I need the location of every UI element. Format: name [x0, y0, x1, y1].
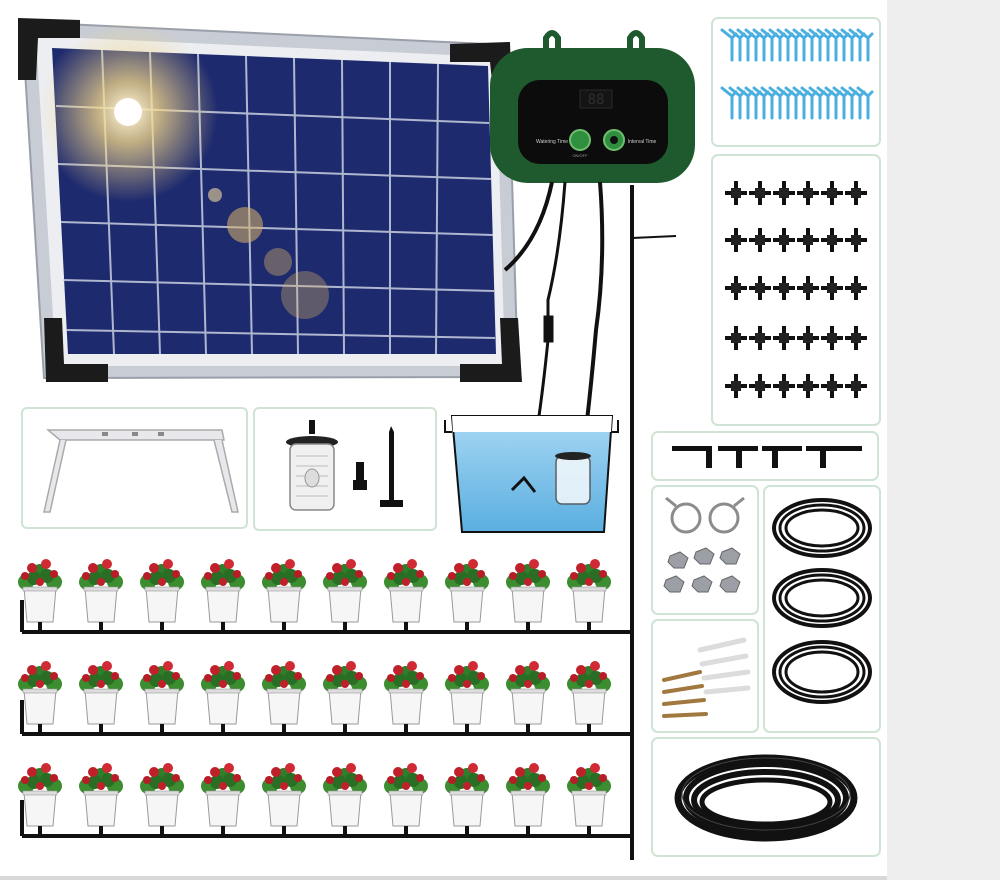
- flower-planter: [17, 660, 63, 733]
- flower-planter: [383, 660, 429, 733]
- right-button-label: Interval Time: [628, 139, 657, 145]
- background-margin: [887, 0, 1000, 880]
- straight-connectors-card: [651, 431, 879, 481]
- pump-controller-icon: 88 Watering Time Interval Time ON/OFF: [490, 30, 695, 183]
- flower-planter: [505, 558, 551, 631]
- on-off-label: ON/OFF: [572, 153, 588, 158]
- water-bucket-icon: [444, 415, 619, 533]
- bottom-border: [0, 876, 887, 880]
- flower-planter: [505, 660, 551, 733]
- flower-planter: [322, 762, 368, 835]
- flower-planter: [200, 660, 246, 733]
- hose-clamps-icon: [663, 496, 745, 593]
- product-kit-image: 88 Watering Time Interval Time ON/OFF: [17, 17, 881, 860]
- panel-bracket-icon: [43, 429, 239, 513]
- small-tubing-card: [763, 485, 881, 733]
- submersible-pump-icon: [286, 420, 403, 511]
- potted-flowers-icon: [17, 558, 632, 838]
- flower-planter: [566, 762, 612, 835]
- flower-planter: [139, 558, 185, 631]
- solar-panel-icon: [18, 18, 522, 382]
- flower-planter: [444, 660, 490, 733]
- straight-connectors-icon: [672, 446, 862, 468]
- flower-planter: [444, 558, 490, 631]
- flower-planter: [78, 660, 124, 733]
- flower-planter: [139, 762, 185, 835]
- flower-planter: [261, 558, 307, 631]
- flower-planter: [383, 762, 429, 835]
- flower-planter: [261, 660, 307, 733]
- flower-planter: [566, 558, 612, 631]
- small-tubing-coils-icon: [772, 498, 872, 704]
- flower-planter: [200, 558, 246, 631]
- left-button-label: Watering Time: [536, 139, 568, 145]
- flower-planter: [78, 762, 124, 835]
- flower-planter: [383, 558, 429, 631]
- screw-anchors-icon: [662, 637, 751, 718]
- flower-planter: [322, 558, 368, 631]
- flower-planter: [444, 762, 490, 835]
- tee-connectors-card: [711, 154, 881, 426]
- flower-planter: [566, 660, 612, 733]
- flower-planter: [139, 660, 185, 733]
- flower-planter: [17, 558, 63, 631]
- flower-planter: [78, 558, 124, 631]
- flower-planter: [505, 762, 551, 835]
- flower-planter: [261, 762, 307, 835]
- controller-display: 88: [588, 92, 605, 108]
- flower-planter: [322, 660, 368, 733]
- flower-planter: [17, 762, 63, 835]
- flower-planter: [200, 762, 246, 835]
- drip-stakes-card: [711, 17, 881, 147]
- main-hose-coil-icon: [674, 754, 858, 842]
- pump-card: [253, 407, 437, 531]
